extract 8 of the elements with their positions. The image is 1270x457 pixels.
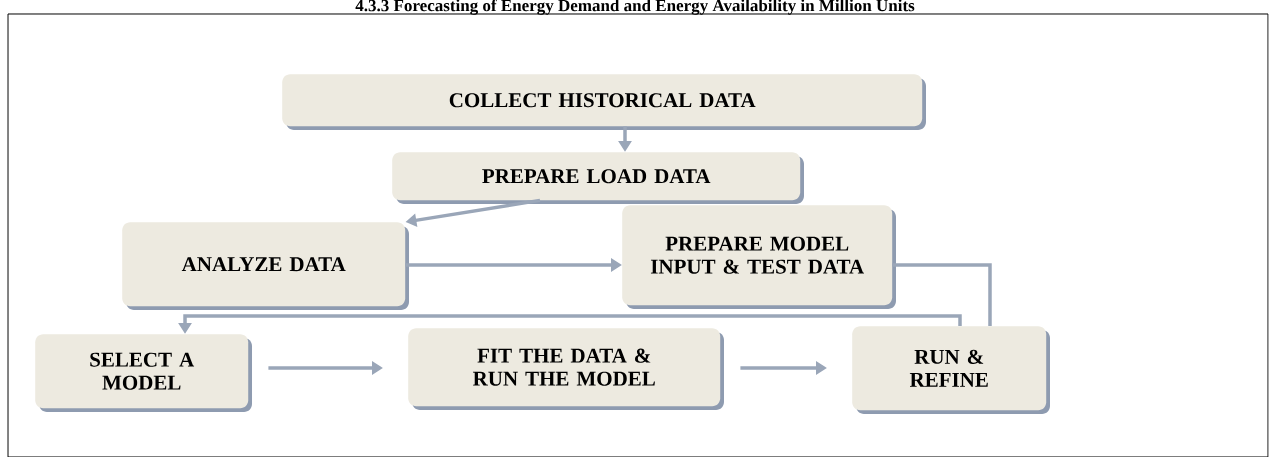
process-box: SELECT A MODEL <box>35 334 252 412</box>
process-box: PREPARE MODEL INPUT & TEST DATA <box>622 205 896 309</box>
process-box: FIT THE DATA & RUN THE MODEL <box>408 328 724 410</box>
process-box: COLLECT HISTORICAL DATA <box>282 74 926 130</box>
process-box: PREPARE LOAD DATA <box>392 152 804 204</box>
process-box: ANALYZE DATA <box>122 222 409 310</box>
title: 4.3.3 Forecasting of Energy Demand and Energy Availability in Million Units <box>355 0 915 15</box>
process-box: RUN & REFINE <box>852 326 1050 414</box>
